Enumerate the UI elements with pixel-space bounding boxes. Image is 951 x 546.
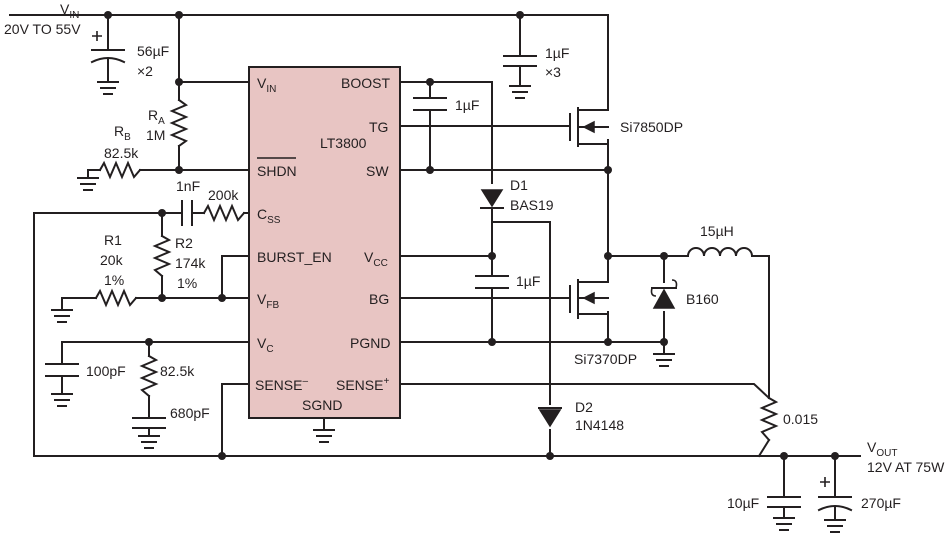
cc1-label: 100pF: [86, 363, 126, 379]
compensation-capacitor-680pf: [132, 417, 166, 437]
r1-value-label: 20k: [100, 252, 124, 268]
pin-sgnd: SGND: [302, 397, 342, 413]
wiring: [9, 14, 861, 498]
vin-label: VIN: [60, 1, 79, 21]
mosfet-top-si7850dp: [569, 107, 609, 147]
r2-value-label: 174k: [175, 255, 206, 271]
pin-vcc: VCC: [364, 249, 388, 269]
junction-dots: [104, 11, 839, 460]
q-top-label: Si7850DP: [620, 119, 683, 135]
cout2-label: 270µF: [861, 495, 901, 511]
resistor-r1: [94, 288, 138, 308]
d1-name-label: D1: [510, 177, 528, 193]
cin-value-label: 56µF: [137, 43, 169, 59]
pin-sw: SW: [366, 163, 389, 179]
sense-resistor: [759, 396, 779, 442]
mosfet-bottom-si7370dp: [569, 279, 609, 319]
output-ceramic-capacitor: [767, 496, 801, 519]
inductor-label: 15µH: [700, 223, 734, 239]
compensation-capacitor-100pf: [45, 363, 79, 395]
pin-boost: BOOST: [341, 75, 390, 91]
cvcc-label: 1µF: [516, 273, 540, 289]
ra-value-label: 1M: [146, 127, 165, 143]
r1-tol-label: 1%: [104, 272, 124, 288]
q-bot-label: Si7370DP: [574, 351, 637, 367]
pin-vc: VC: [257, 335, 274, 355]
d2-name-label: D2: [575, 399, 593, 415]
rc-label: 82.5k: [160, 363, 195, 379]
pin-pgnd: PGND: [350, 335, 390, 351]
css-res-label: 200k: [208, 187, 239, 203]
r2-name-label: R2: [175, 235, 193, 251]
schottky-label: B160: [686, 291, 719, 307]
lt3800-ic-body: [248, 66, 401, 419]
diode-d1: [480, 189, 504, 209]
css-cap-label: 1nF: [176, 178, 200, 194]
vcc-capacitor: [475, 275, 509, 289]
input-bypass-capacitor: [503, 55, 537, 87]
pin-shdn: SHDN: [257, 163, 297, 179]
pin-tg: TG: [369, 119, 388, 135]
input-bulk-capacitor: [90, 31, 126, 83]
vout-label: VOUT: [867, 439, 897, 459]
resistor-200k: [202, 203, 246, 223]
pin-sense-minus: SENSE–: [255, 376, 308, 393]
r1-name-label: R1: [104, 232, 122, 248]
cboost-label: 1µF: [455, 97, 479, 113]
resistor-ra: [169, 98, 189, 148]
ra-label: RA: [148, 107, 165, 127]
pin-css: CSS: [257, 206, 281, 226]
ground-symbols: [51, 81, 846, 533]
pin-vfb: VFB: [257, 291, 279, 311]
diode-d2: [538, 407, 562, 428]
rsense-label: 0.015: [783, 411, 818, 427]
pin-sense-plus: SENSE+: [336, 376, 389, 393]
cbyp-value-label: 1µF: [545, 45, 569, 61]
rb-label: RB: [114, 123, 131, 143]
cin-mult-label: ×2: [137, 63, 153, 79]
r2-tol-label: 1%: [177, 275, 197, 291]
cbyp-mult-label: ×3: [545, 64, 561, 80]
schottky-diode-b160: [650, 279, 678, 309]
soft-start-capacitor: [181, 200, 193, 226]
boost-capacitor: [413, 97, 447, 111]
output-bulk-capacitor: [817, 477, 853, 521]
inductor-15uh: [686, 247, 754, 258]
pin-vin: VIN: [257, 75, 276, 95]
d1-part-label: BAS19: [510, 197, 554, 213]
d2-part-label: 1N4148: [575, 417, 624, 433]
resistor-rc: [139, 354, 159, 398]
vin-range-label: 20V TO 55V: [4, 21, 81, 37]
pin-bg: BG: [369, 291, 389, 307]
rb-value-label: 82.5k: [104, 145, 139, 161]
vout-spec-label: 12V AT 75W: [867, 459, 945, 475]
resistor-r2: [152, 234, 172, 278]
resistor-rb: [98, 160, 142, 180]
ic-name-label: LT3800: [320, 135, 367, 151]
cc2-label: 680pF: [170, 405, 210, 421]
pin-burst-en: BURST_EN: [257, 249, 332, 265]
cout1-label: 10µF: [727, 495, 759, 511]
